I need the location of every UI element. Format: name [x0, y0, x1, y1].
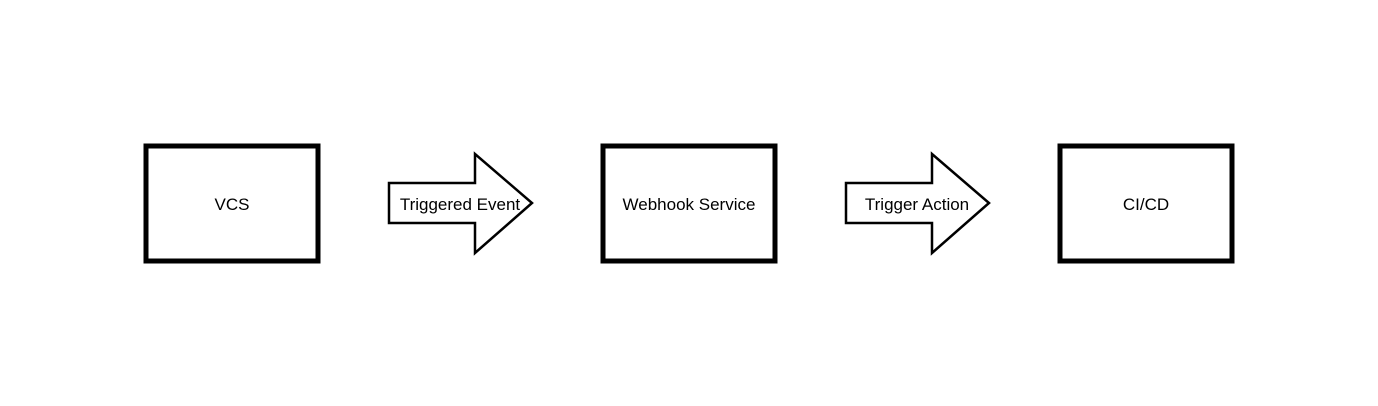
node-ci-cd-label: CI/CD — [1123, 195, 1169, 214]
node-webhook-service-box — [600, 143, 778, 264]
node-vcs-box — [143, 143, 321, 264]
node-webhook-service-label: Webhook Service — [623, 195, 756, 214]
arrow-right-icon — [387, 151, 534, 256]
node-ci-cd: CI/CD — [1057, 143, 1235, 264]
arrow-right-icon — [844, 151, 991, 256]
edge-triggered-event-label: Triggered Event — [400, 195, 521, 214]
edge-trigger-action-label: Trigger Action — [865, 195, 969, 214]
node-webhook-service: Webhook Service — [600, 143, 778, 264]
node-vcs: VCS — [143, 143, 321, 264]
node-vcs-label: VCS — [215, 195, 250, 214]
edge-trigger-action: Trigger Action — [844, 151, 991, 256]
node-ci-cd-box — [1057, 143, 1235, 264]
edge-triggered-event: Triggered Event — [387, 151, 534, 256]
